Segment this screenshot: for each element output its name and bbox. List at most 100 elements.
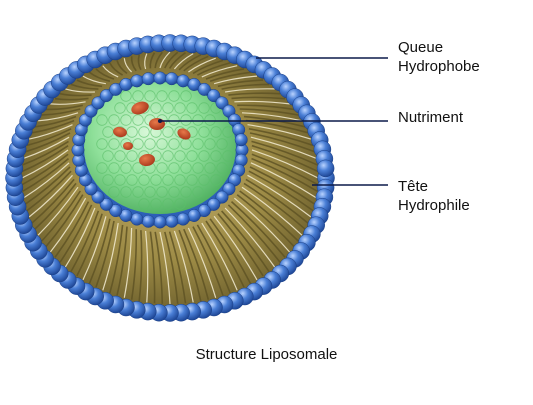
- tail-strand: [239, 108, 299, 116]
- core-cell: [168, 138, 180, 150]
- nutrient-droplet: [177, 128, 191, 140]
- label-tail-line1: Queue: [398, 39, 444, 56]
- tail-strand: [123, 58, 133, 73]
- core-cell: [96, 162, 108, 174]
- tail-strand: [22, 140, 69, 166]
- tail-strand: [138, 230, 143, 302]
- tail-strand: [123, 227, 133, 298]
- label-hydrophilic-head: Tête Hydrophile: [398, 177, 470, 215]
- tail-strand: [31, 178, 75, 224]
- head-bead: [165, 72, 179, 86]
- tail-strand: [50, 101, 86, 105]
- tail-strand: [102, 65, 119, 78]
- core-cell: [222, 150, 234, 162]
- tail-strand: [144, 53, 148, 70]
- head-bead: [316, 159, 335, 178]
- tail-strand: [54, 201, 90, 258]
- core-cell: [180, 90, 192, 102]
- tail-strand: [239, 190, 299, 242]
- tail-strand: [164, 51, 179, 69]
- tail-strand: [24, 132, 71, 153]
- core-cell: [198, 150, 210, 162]
- tail-strand: [234, 100, 290, 105]
- core-cell: [174, 198, 186, 210]
- inner-head-beads: [71, 71, 249, 229]
- tail-strand: [37, 186, 79, 236]
- tail-strand: [209, 71, 251, 82]
- core-cell: [102, 150, 114, 162]
- tail-strand: [70, 210, 100, 272]
- label-hydrophobic-tail: Queue Hydrophobe: [398, 38, 480, 76]
- core-cell: [174, 102, 186, 114]
- tail-strand: [173, 53, 194, 70]
- tail-strand: [168, 52, 186, 69]
- tail-strand: [241, 186, 303, 236]
- core-cell: [168, 186, 180, 198]
- core-cell: [156, 90, 168, 102]
- tail-strand: [224, 207, 276, 268]
- tail-strand: [41, 108, 81, 116]
- tail-strand: [130, 56, 137, 72]
- core-cell: [144, 90, 156, 102]
- tail-strand: [230, 201, 286, 258]
- tail-strand: [201, 65, 238, 78]
- tail-strand: [187, 227, 217, 298]
- tail-strand: [26, 128, 72, 147]
- tail-strand: [45, 104, 83, 111]
- nutrient-droplet: [113, 126, 127, 138]
- core-cell: [162, 126, 174, 138]
- core-cell: [186, 150, 198, 162]
- head-bead: [99, 197, 113, 211]
- tail-strand: [149, 52, 156, 69]
- nutrient-droplet: [139, 153, 155, 167]
- nutrient-droplet: [131, 101, 149, 115]
- core-cell: [168, 114, 180, 126]
- core-cell: [198, 102, 210, 114]
- tail-strand: [34, 182, 77, 230]
- tail-strand: [159, 51, 171, 69]
- tail-strand: [228, 92, 281, 96]
- tail-strand: [188, 57, 216, 73]
- core-cell: [204, 114, 216, 126]
- head-bead: [141, 214, 155, 228]
- tail-strand: [248, 170, 314, 212]
- core-cell: [120, 186, 132, 198]
- tail-strand: [29, 124, 73, 140]
- head-bead: [215, 190, 229, 204]
- head-bead: [165, 214, 179, 228]
- tail-strand: [225, 88, 275, 93]
- core-cell: [180, 114, 192, 126]
- core-cell: [120, 114, 132, 126]
- tail-strand: [22, 157, 70, 192]
- core-cell: [156, 162, 168, 174]
- label-nutrient: Nutriment: [398, 108, 463, 127]
- head-bead: [99, 89, 113, 103]
- core-cell: [162, 102, 174, 114]
- tail-strand: [23, 136, 70, 159]
- label-head-line2: Hydrophile: [398, 197, 470, 214]
- core-cell: [186, 102, 198, 114]
- core-cell: [192, 114, 204, 126]
- core-cell: [198, 174, 210, 186]
- core-cell: [132, 114, 144, 126]
- tail-strand: [173, 230, 194, 303]
- tail-strand: [236, 194, 295, 248]
- nutrient-droplet: [123, 142, 133, 150]
- core-cell: [180, 186, 192, 198]
- tail-strand: [54, 97, 89, 101]
- core-cell: [192, 138, 204, 150]
- core-cell: [126, 150, 138, 162]
- tail-strand: [251, 140, 318, 166]
- tail-strand: [241, 112, 303, 122]
- core-cell: [192, 186, 204, 198]
- core-cell: [216, 138, 228, 150]
- tail-strand: [249, 132, 316, 153]
- tail-strand: [221, 210, 270, 273]
- tail-strand: [249, 166, 316, 205]
- tail-strands: [21, 51, 319, 305]
- tail-strand: [251, 157, 318, 192]
- tail-strand: [49, 197, 87, 253]
- tail-strand: [183, 228, 210, 300]
- tail-strand: [227, 204, 281, 263]
